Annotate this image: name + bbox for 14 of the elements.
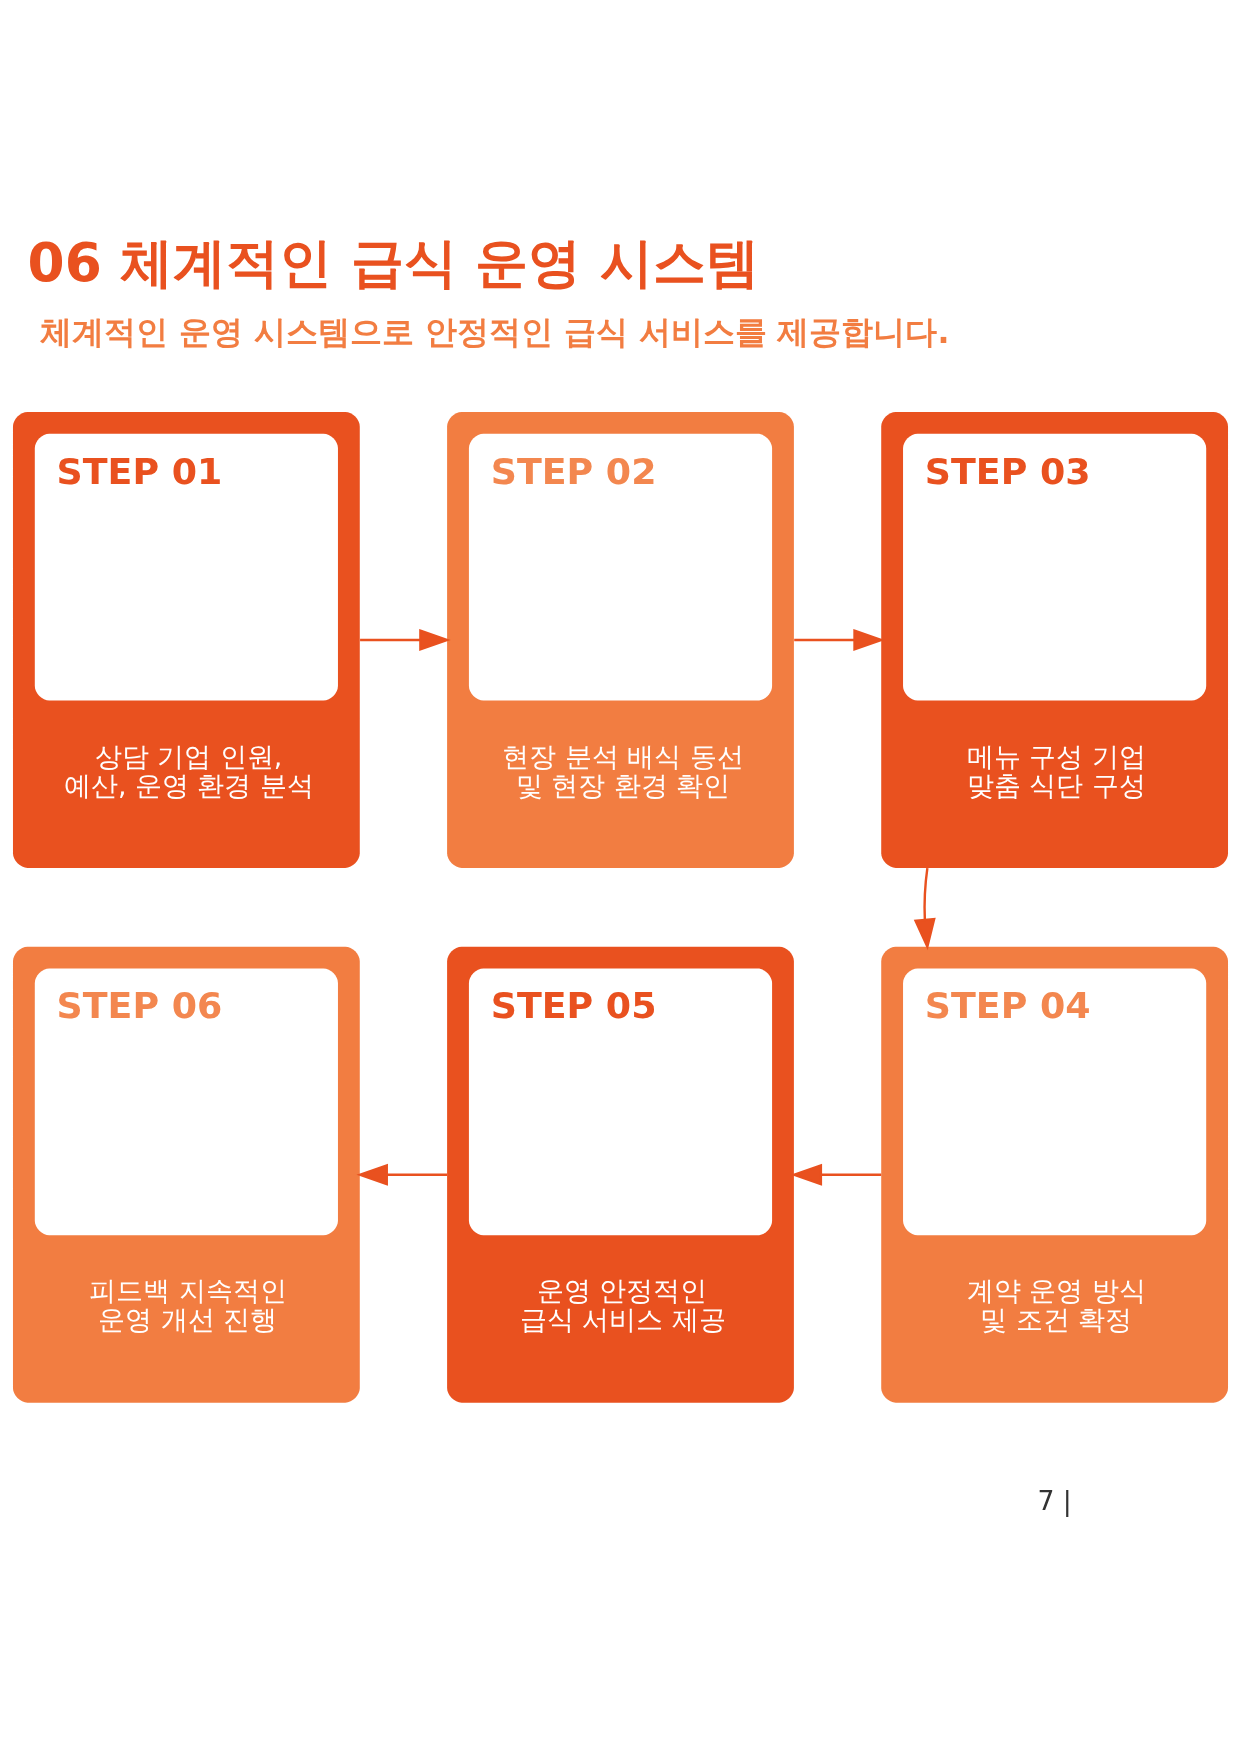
arrow — [794, 628, 885, 651]
caption: 체계적인 운영 시스템으로 안정적인 급식 서비스를 제공합니다. — [39, 314, 950, 351]
node-box: STEP 01 상담 기업 인원, 예산, 운영 환경 분석 — [12, 411, 360, 868]
arrow — [360, 628, 451, 651]
label: 7 | — [1037, 1485, 1072, 1517]
node-box: STEP 02 현장 분석 배식 동선 및 현장 환경 확인 — [447, 411, 794, 868]
node-box: STEP 05 운영 안정적인 급식 서비스 제공 — [447, 946, 794, 1403]
diagram-title: 06 체계적인 급식 운영 시스템 — [27, 230, 760, 294]
node-box: STEP 06 피드백 지속적인 운영 개선 진행 — [12, 946, 360, 1403]
node-box: STEP 04 계약 운영 방식 및 조건 확정 — [881, 946, 1229, 1403]
arrow — [356, 1163, 448, 1186]
node-box: STEP 03 메뉴 구성 기업 맞춤 식단 구성 — [881, 411, 1229, 868]
arrow — [790, 1163, 882, 1186]
arrow — [913, 867, 936, 951]
